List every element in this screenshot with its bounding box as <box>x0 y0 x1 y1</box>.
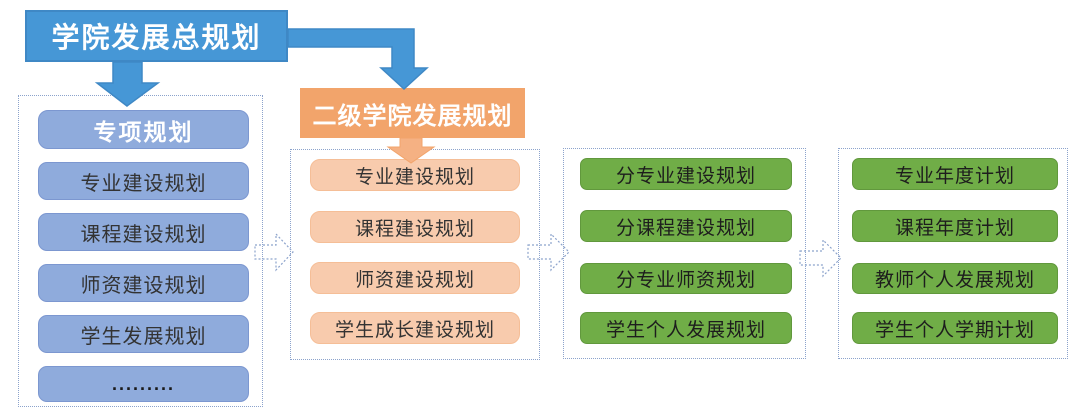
plan-item: 师资建设规划 <box>38 264 249 302</box>
plan-item: 学生成长建设规划 <box>310 312 520 344</box>
plan-item: 专业建设规划 <box>38 162 249 200</box>
root-node-master-plan: 学院发展总规划 <box>25 10 288 62</box>
plan-item: 专业年度计划 <box>852 158 1058 190</box>
plan-item: 分专业建设规划 <box>580 158 792 190</box>
plan-item: 学生个人学期计划 <box>852 312 1058 344</box>
plan-item: 教师个人发展规划 <box>852 263 1058 294</box>
plan-item: 课程建设规划 <box>38 213 249 251</box>
plan-item: 课程建设规划 <box>310 211 520 243</box>
arrow-col3-to-col4-icon <box>799 238 842 278</box>
plan-item: 学生发展规划 <box>38 315 249 353</box>
arrow-root-to-secondary-college-icon <box>287 28 429 91</box>
plan-item: 课程年度计划 <box>852 210 1058 242</box>
special-plans-header: 专项规划 <box>38 110 249 149</box>
secondary-college-header: 二级学院发展规划 <box>300 88 525 138</box>
plan-item: 学生个人发展规划 <box>580 312 792 344</box>
plan-item: 师资建设规划 <box>310 262 520 294</box>
plan-item-ellipsis: ......... <box>38 366 249 402</box>
plan-item: 分课程建设规划 <box>580 210 792 242</box>
plan-item: 分专业师资规划 <box>580 263 792 294</box>
plan-item: 专业建设规划 <box>310 159 520 191</box>
